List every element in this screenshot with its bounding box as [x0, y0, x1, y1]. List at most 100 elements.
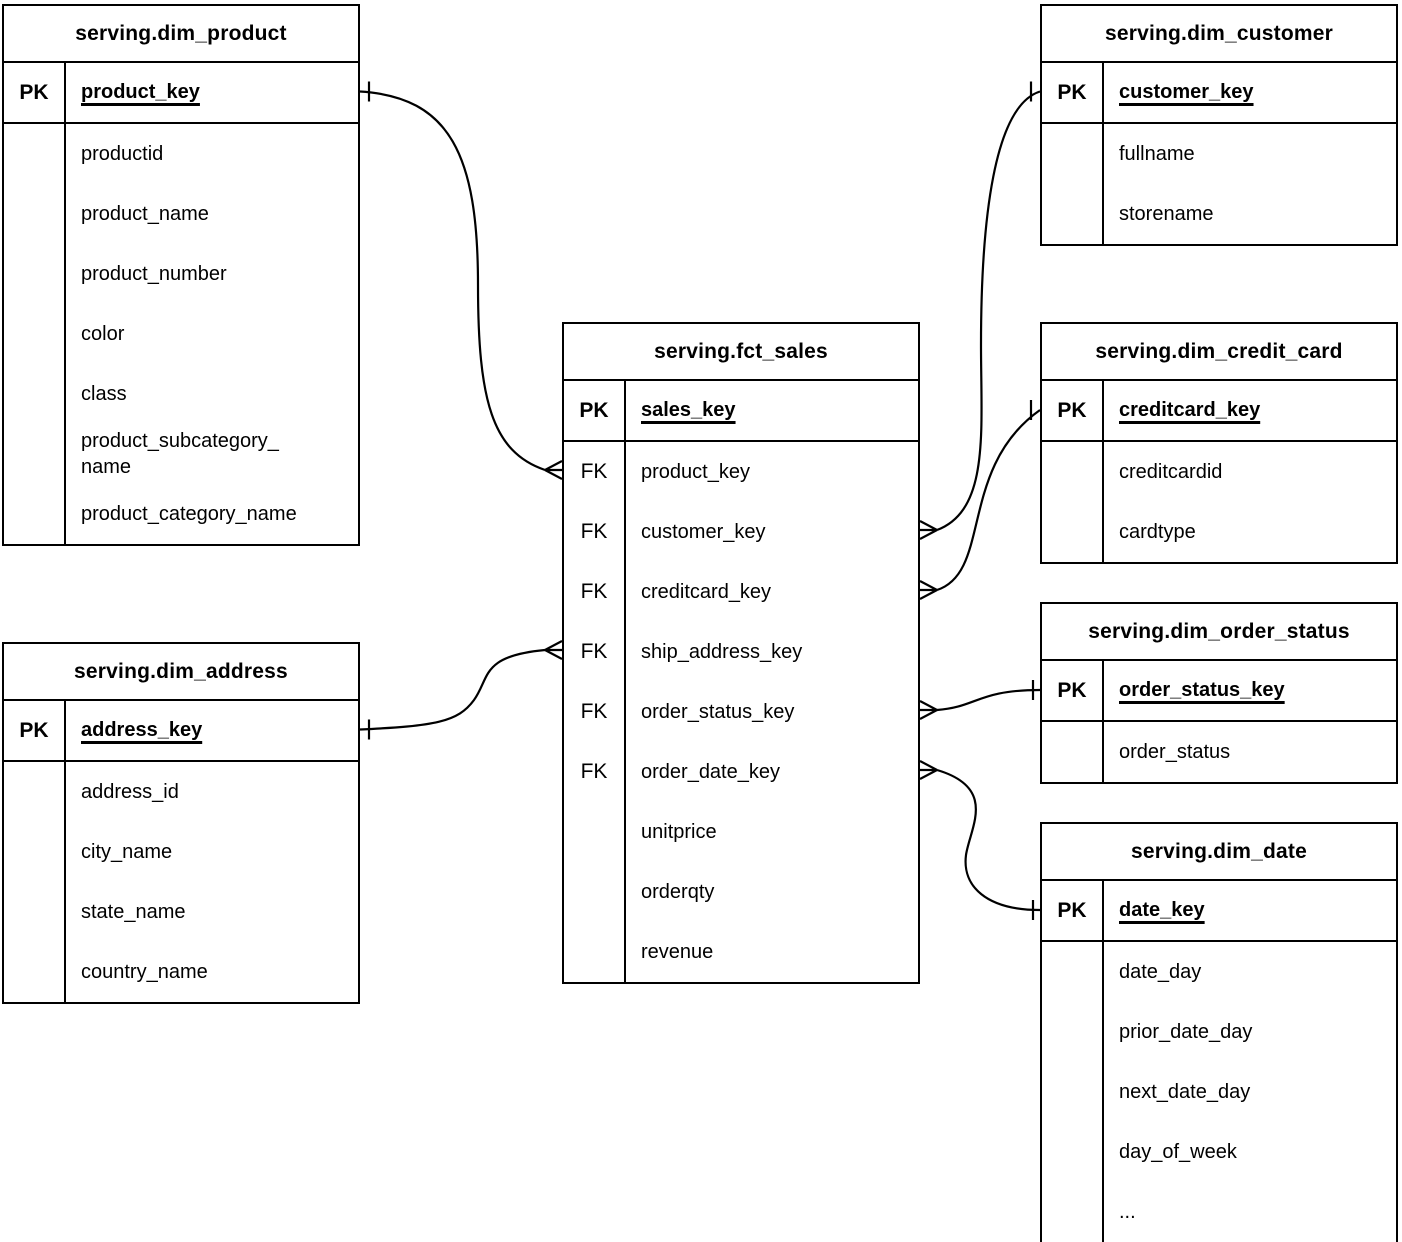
column-row: next_date_day — [1042, 1062, 1396, 1122]
column-row: product_category_name — [4, 484, 358, 544]
column-row: product_subcategory_ name — [4, 424, 358, 484]
many-crow-foot-marker — [544, 460, 563, 480]
column-name: day_of_week — [1119, 1140, 1237, 1163]
many-crow-foot-marker — [919, 580, 938, 600]
column-name: customer_key — [1119, 81, 1254, 104]
column-row: city_name — [4, 822, 358, 882]
column-row: date_day — [1042, 942, 1396, 1002]
relationship-line — [359, 90, 546, 472]
primary-key-row: PK customer_key — [1042, 63, 1396, 124]
key-badge: PK — [4, 701, 66, 760]
key-badge — [4, 124, 66, 184]
column-name: creditcardid — [1119, 460, 1223, 483]
key-badge — [564, 862, 626, 922]
primary-key-row: PK product_key — [4, 63, 358, 124]
column-row: revenue — [564, 922, 918, 982]
key-badge — [1042, 1062, 1104, 1122]
column-name: order_status_key — [1119, 679, 1285, 702]
column-name: fullname — [1119, 142, 1195, 165]
key-badge — [1042, 502, 1104, 562]
column-name: date_key — [1119, 899, 1205, 922]
column-row: creditcardid — [1042, 442, 1396, 502]
many-crow-foot-marker — [919, 760, 938, 780]
key-badge — [1042, 184, 1104, 244]
key-badge: FK — [564, 742, 626, 802]
key-badge — [4, 184, 66, 244]
many-crow-foot-marker — [544, 640, 563, 660]
table-title: serving.dim_customer — [1042, 6, 1396, 63]
key-badge — [1042, 1182, 1104, 1242]
column-name: cardtype — [1119, 520, 1196, 543]
relationship-line — [936, 409, 1041, 592]
column-row: fullname — [1042, 124, 1396, 184]
key-badge: FK — [564, 502, 626, 562]
column-row: order_status — [1042, 722, 1396, 782]
many-crow-foot-marker — [919, 700, 938, 720]
connector-orderstatus — [919, 680, 1041, 720]
column-name: product_key — [641, 460, 750, 483]
key-badge — [4, 304, 66, 364]
table-title: serving.dim_order_status — [1042, 604, 1396, 661]
table-title: serving.dim_credit_card — [1042, 324, 1396, 381]
relationship-line — [359, 648, 546, 731]
relationship-line — [936, 768, 1041, 912]
column-row: state_name — [4, 882, 358, 942]
column-row: FK customer_key — [564, 502, 918, 562]
column-row: address_id — [4, 762, 358, 822]
key-badge — [4, 484, 66, 544]
column-name: date_day — [1119, 960, 1202, 983]
key-badge: PK — [1042, 661, 1104, 720]
key-badge: PK — [564, 381, 626, 440]
table-title: serving.dim_date — [1042, 824, 1396, 881]
column-name: class — [81, 382, 127, 405]
connector-customer — [919, 81, 1041, 540]
column-row: ... — [1042, 1182, 1396, 1242]
key-badge: FK — [564, 562, 626, 622]
key-badge — [4, 942, 66, 1002]
column-name: ship_address_key — [641, 640, 803, 663]
key-badge: PK — [1042, 381, 1104, 440]
table-title: serving.dim_product — [4, 6, 358, 63]
column-name: prior_date_day — [1119, 1020, 1253, 1043]
key-badge: PK — [1042, 63, 1104, 122]
key-badge — [564, 802, 626, 862]
key-badge — [564, 922, 626, 982]
column-row: class — [4, 364, 358, 424]
column-row: product_name — [4, 184, 358, 244]
connector-address — [359, 640, 563, 740]
key-badge — [1042, 442, 1104, 502]
column-row: prior_date_day — [1042, 1002, 1396, 1062]
column-row: FK order_date_key — [564, 742, 918, 802]
column-row: storename — [1042, 184, 1396, 244]
column-name: creditcard_key — [1119, 399, 1261, 422]
column-name: customer_key — [641, 520, 766, 543]
key-badge — [4, 882, 66, 942]
key-badge: PK — [4, 63, 66, 122]
key-badge — [1042, 942, 1104, 1002]
column-name: product_key — [81, 81, 200, 104]
key-badge — [1042, 124, 1104, 184]
column-name: order_date_key — [641, 760, 780, 783]
column-row: product_number — [4, 244, 358, 304]
column-name: order_status_key — [641, 700, 795, 723]
column-row: productid — [4, 124, 358, 184]
column-name: product_category_name — [81, 502, 297, 525]
column-name: next_date_day — [1119, 1080, 1251, 1103]
column-name: creditcard_key — [641, 580, 772, 603]
table-title: serving.fct_sales — [564, 324, 918, 381]
key-badge — [1042, 1122, 1104, 1182]
column-name: ... — [1119, 1200, 1136, 1223]
key-badge — [4, 822, 66, 882]
